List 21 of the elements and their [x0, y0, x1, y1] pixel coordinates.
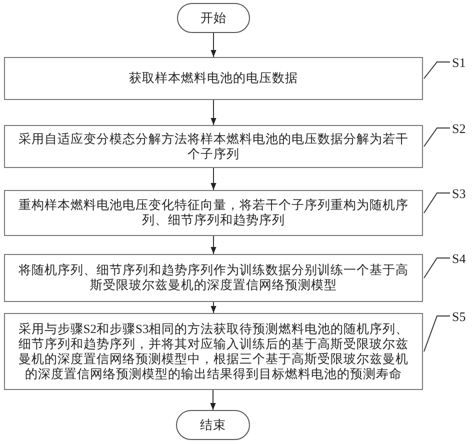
- leader-line: [424, 192, 450, 214]
- leader-line: [424, 62, 450, 79]
- arrow: [210, 168, 216, 190]
- arrow: [210, 302, 216, 314]
- process-box: 重构样本燃料电池电压变化特征向量，将若干个子序列重构为随机序列、细节序列和趋势序列: [4, 190, 423, 236]
- arrow: [210, 32, 216, 58]
- leader-line: [424, 258, 450, 278]
- step-label: S4: [452, 250, 466, 266]
- leader-line: [424, 316, 450, 352]
- process-box: 获取样本燃料电池的电压数据: [4, 57, 423, 100]
- arrow: [210, 236, 216, 254]
- arrow: [210, 390, 216, 410]
- step-label: S3: [452, 185, 466, 201]
- step-label: S2: [452, 120, 466, 136]
- process-box: 采用与步骤S2和步骤S3相同的方法获取待预测燃料电池的随机序列、细节序列和趋势序列，并将其对应输入训练后的基于高斯受限玻尔兹曼机的深度置信网络预测模型中，根据三个基于高斯受限玻尔兹曼机的深度置信网络预测模型的输出结果得到目标燃料电池的预测寿命: [4, 313, 423, 390]
- arrow: [210, 100, 216, 126]
- step-label: S5: [452, 308, 466, 324]
- process-box: 采用自适应变分模态分解方法将样本燃料电池的电压数据分解为若干个子序列: [4, 125, 423, 168]
- leader-line: [424, 128, 450, 147]
- process-box: 将随机序列、细节序列和趋势序列作为训练数据分别训练一个基于高斯受限玻尔兹曼机的深度置信网络预测模型: [4, 254, 423, 302]
- step-label: S1: [452, 54, 466, 70]
